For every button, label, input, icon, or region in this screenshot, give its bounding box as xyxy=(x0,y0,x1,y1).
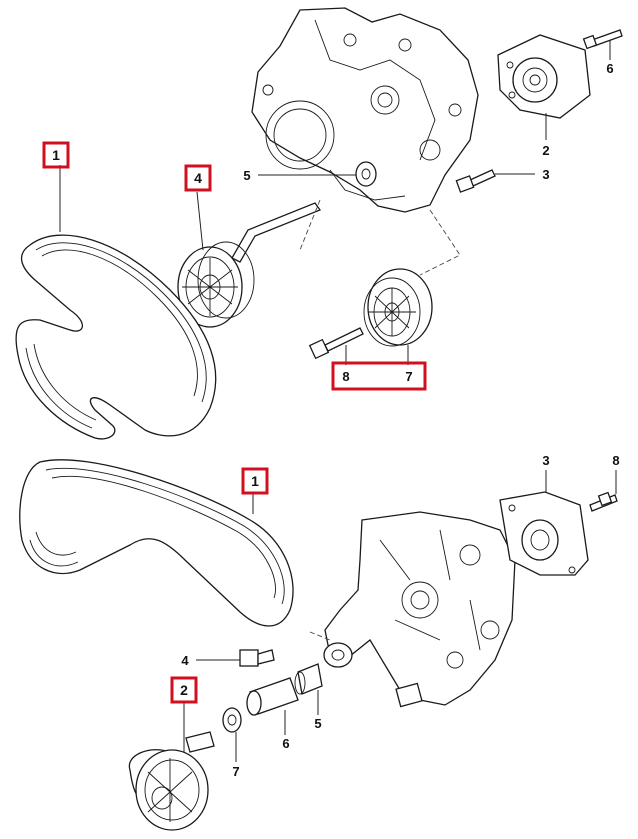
sleeve-part xyxy=(246,677,299,716)
bolt-part xyxy=(239,649,275,667)
callout-top-4: 4 xyxy=(194,170,202,186)
belt-part-bottom xyxy=(19,459,294,627)
callout-bottom-1: 1 xyxy=(251,473,259,489)
callout-top-8: 8 xyxy=(342,369,349,384)
washer-part xyxy=(222,707,242,733)
highlight-box-top-8-7 xyxy=(331,361,427,391)
callout-top-3: 3 xyxy=(542,167,549,182)
top-assembly: 1 4 5 2 3 6 8 7 xyxy=(15,7,623,440)
callout-top-2: 2 xyxy=(542,143,549,158)
bracket-part xyxy=(323,511,516,708)
callout-bottom-4: 4 xyxy=(181,653,189,668)
highlight-box-top-4 xyxy=(184,164,212,192)
tensioner-part xyxy=(497,34,591,119)
idler-pulley-4-part xyxy=(177,202,322,328)
screw-part-top xyxy=(582,29,623,50)
callout-bottom-3: 3 xyxy=(542,453,549,468)
bushing-part xyxy=(294,663,323,695)
top-dashed-connector-2 xyxy=(299,199,321,251)
callout-top-1: 1 xyxy=(52,147,60,163)
callout-top-7: 7 xyxy=(405,369,412,384)
screw-part-bottom xyxy=(589,491,618,512)
highlight-box-top-1 xyxy=(42,141,70,169)
tensioner-unit-part xyxy=(499,491,589,576)
idler-bolt-part xyxy=(308,327,364,360)
callout-bottom-5: 5 xyxy=(314,716,321,731)
callout-bottom-2: 2 xyxy=(180,682,188,698)
idler-pulley-7-part xyxy=(363,268,433,347)
belt-part-top xyxy=(15,234,217,440)
callout-top-5: 5 xyxy=(243,168,250,183)
tensioner-bolt-part xyxy=(455,169,496,193)
spacer-part xyxy=(355,161,377,187)
bottom-dashed-connector xyxy=(309,631,331,641)
leader-top-4 xyxy=(196,191,204,251)
top-dashed-connector-1 xyxy=(419,209,461,276)
callout-bottom-6: 6 xyxy=(282,736,289,751)
callout-bottom-7: 7 xyxy=(232,764,239,779)
callout-bottom-8: 8 xyxy=(612,453,619,468)
callout-top-6: 6 xyxy=(606,61,613,76)
bottom-assembly: 1 3 8 4 5 6 7 2 xyxy=(19,453,620,831)
tensioner-pulley-part xyxy=(128,731,215,831)
highlight-box-bottom-1 xyxy=(241,467,269,495)
engine-block-drawing xyxy=(251,7,479,213)
highlight-box-bottom-2 xyxy=(170,676,198,704)
